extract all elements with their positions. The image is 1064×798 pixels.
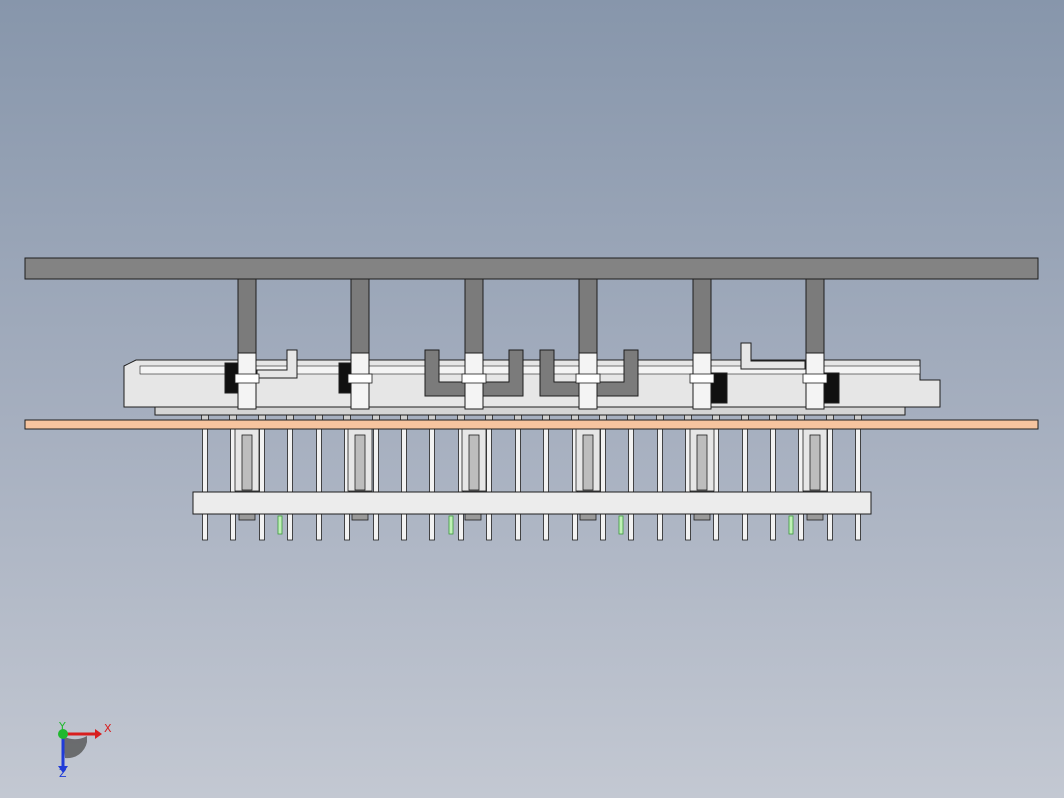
guide-shaft [696, 434, 708, 491]
clamp-set [224, 342, 840, 404]
test-pin [401, 428, 407, 541]
column-collar [689, 373, 715, 384]
z-axis-label: Z [59, 767, 67, 780]
spring-pin [618, 515, 624, 535]
x-arrow-head [95, 729, 102, 739]
press-column [692, 278, 712, 354]
test-pin [628, 428, 634, 541]
guide-shaft [468, 434, 480, 491]
column-collar [461, 373, 487, 384]
test-pin [373, 428, 379, 541]
y-axis-label: Y [59, 720, 66, 733]
column-collar [575, 373, 601, 384]
press-column [805, 278, 825, 354]
press-column-set [234, 278, 828, 492]
triad-shadow [63, 736, 87, 759]
carrier-rail [139, 365, 921, 375]
test-pin [600, 428, 606, 541]
z-arrow-head [58, 766, 68, 773]
press-column [578, 278, 598, 354]
top-press-plate[interactable] [24, 257, 1039, 280]
guide-shaft [582, 434, 594, 491]
spring-pin [788, 515, 794, 535]
guide-shaft [354, 434, 366, 491]
column-collar [802, 373, 828, 384]
test-pin [202, 428, 208, 541]
u-clamp [539, 349, 639, 397]
column-collar [347, 373, 373, 384]
test-pin [657, 428, 663, 541]
pcb-board[interactable] [24, 419, 1039, 430]
test-pin [543, 428, 549, 541]
axis-triad: X Y Z [40, 712, 130, 792]
spring-pin [448, 515, 454, 535]
test-pin [855, 428, 861, 541]
press-column [350, 278, 370, 354]
u-clamp [424, 349, 524, 397]
press-column [237, 278, 257, 354]
test-pin [827, 428, 833, 541]
y-axis-dot [58, 729, 68, 739]
test-pin [259, 428, 265, 541]
column-collar [234, 373, 260, 384]
test-pin-array [201, 412, 862, 541]
test-pin [486, 428, 492, 541]
test-pin [429, 428, 435, 541]
axis-triad-graphic [58, 729, 102, 773]
test-pin [770, 428, 776, 541]
spring-pin [277, 515, 283, 535]
guide-shaft [241, 434, 253, 491]
hook-clamp [740, 342, 806, 370]
test-pin [742, 428, 748, 541]
guide-shaft [809, 434, 821, 491]
test-pin [515, 428, 521, 541]
press-column [464, 278, 484, 354]
x-axis-label: X [104, 722, 112, 735]
test-pin [287, 428, 293, 541]
test-pin [316, 428, 322, 541]
lower-guide-plate[interactable] [192, 491, 872, 515]
